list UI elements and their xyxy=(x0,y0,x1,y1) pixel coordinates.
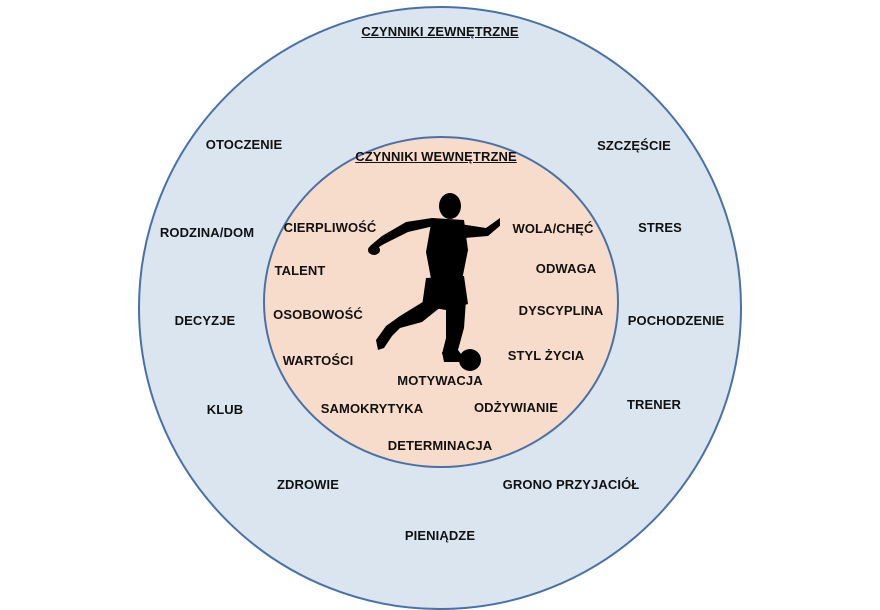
internal-factor-odwaga: ODWAGA xyxy=(535,261,597,276)
external-factor-klub: KLUB xyxy=(206,402,244,417)
internal-factor-wartosci: WARTOŚCI xyxy=(282,353,354,368)
outer-circle-title: CZYNNIKI ZEWNĘTRZNE xyxy=(361,24,519,39)
external-factor-szczescie: SZCZĘŚCIE xyxy=(597,138,671,153)
inner-circle-title: CZYNNIKI WEWNĘTRZNE xyxy=(355,149,517,164)
internal-factor-determinacja: DETERMINACJA xyxy=(387,438,493,453)
soccer-ball-icon xyxy=(459,349,481,371)
internal-factor-samokrytyka: SAMOKRYTYKA xyxy=(320,401,424,416)
internal-factor-wola-chec: WOLA/CHĘĆ xyxy=(512,221,594,236)
external-factor-otoczenie: OTOCZENIE xyxy=(205,137,283,152)
external-factor-decyzje: DECYZJE xyxy=(174,313,236,328)
internal-factor-talent: TALENT xyxy=(274,263,326,278)
internal-factor-odzywianie: ODŻYWIANIE xyxy=(473,400,559,415)
internal-factor-motywacja: MOTYWACJA xyxy=(397,373,483,388)
diagram: CZYNNIKI ZEWNĘTRZNE CZYNNIKI WEWNĘTRZNE … xyxy=(138,6,742,610)
external-factor-grono-przyjaciol: GRONO PRZYJACIÓŁ xyxy=(502,477,640,492)
external-factor-trener: TRENER xyxy=(626,397,682,412)
internal-factor-dyscyplina: DYSCYPLINA xyxy=(518,303,604,318)
external-factor-rodzina-dom: RODZINA/DOM xyxy=(159,225,255,240)
external-factor-pieniadze: PIENIĄDZE xyxy=(404,528,476,543)
external-factor-stres: STRES xyxy=(638,220,682,235)
external-factor-zdrowie: ZDROWIE xyxy=(276,477,340,492)
internal-factor-styl-zycia: STYL ŻYCIA xyxy=(507,348,585,363)
external-factor-pochodzenie: POCHODZENIE xyxy=(627,313,725,328)
internal-factor-osobowosc: OSOBOWOŚĆ xyxy=(273,307,363,322)
soccer-player-silhouette-icon xyxy=(368,193,500,371)
internal-factor-cierpliwosc: CIERPLIWOŚĆ xyxy=(283,220,377,235)
